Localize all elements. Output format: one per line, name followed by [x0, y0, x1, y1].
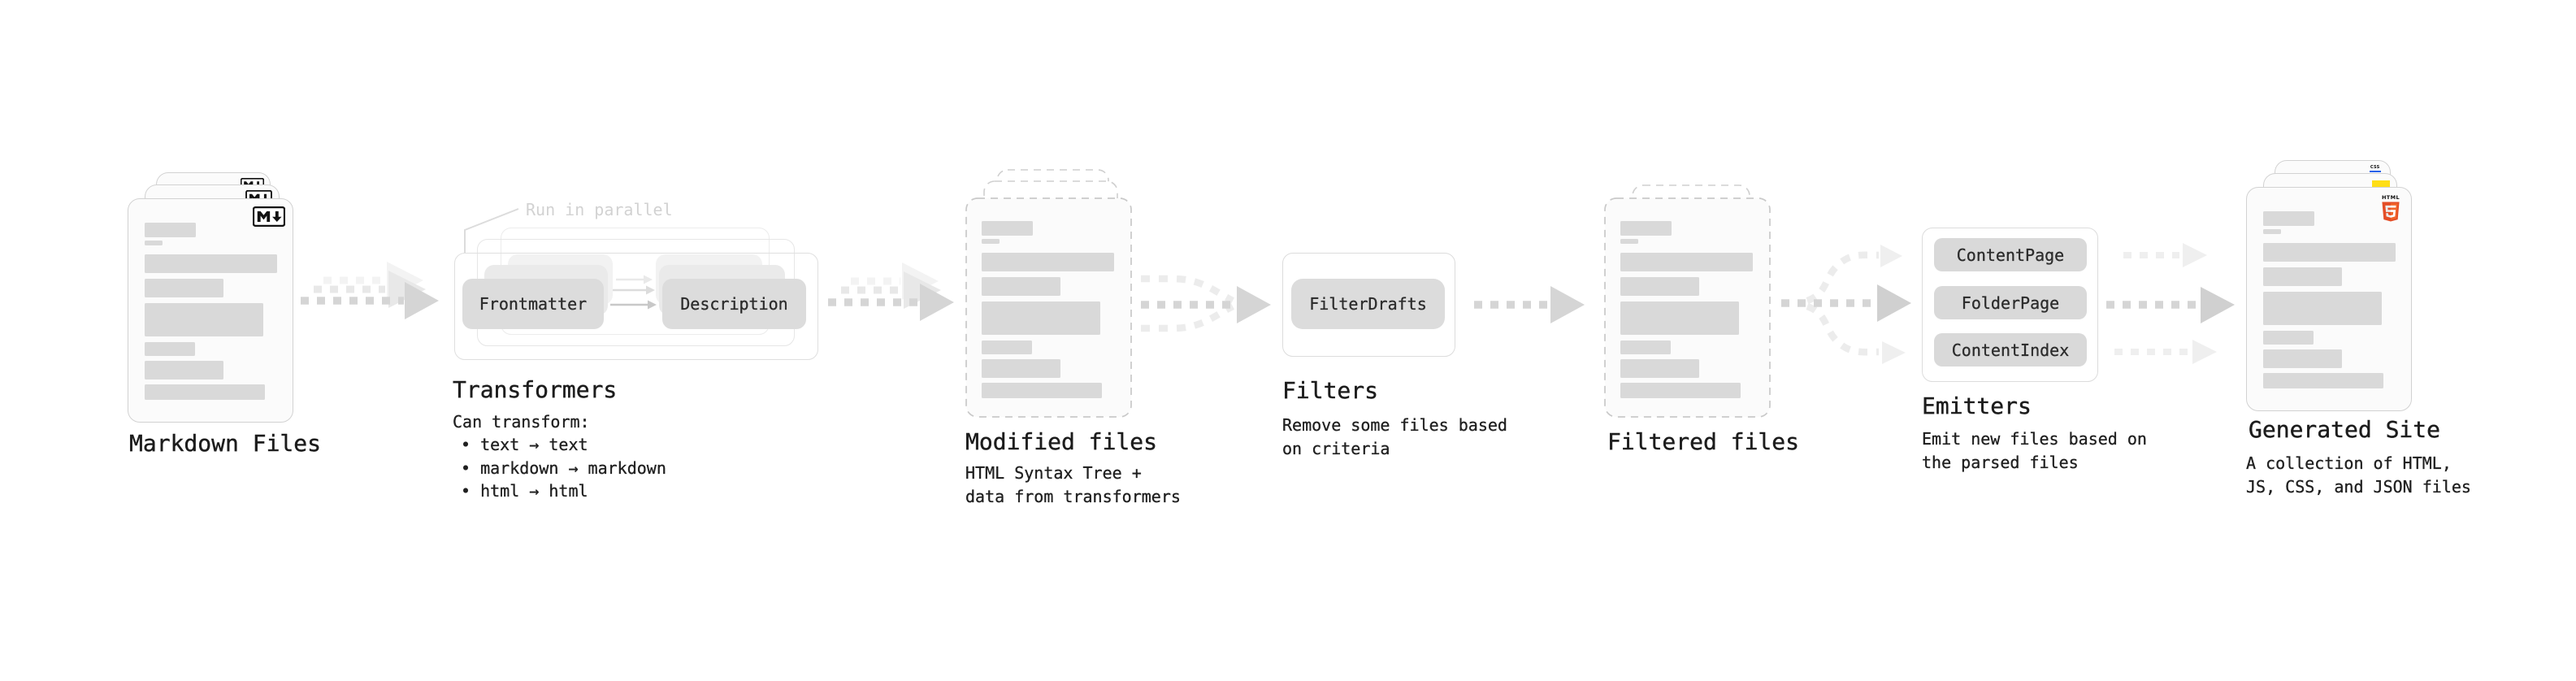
text-line-placeholder [982, 383, 1102, 398]
generated-site-title: Generated Site [2249, 416, 2441, 443]
modified-file-card [965, 197, 1132, 418]
text-line-placeholder [145, 241, 163, 245]
text-line-placeholder [145, 303, 263, 336]
emitters-description: Emit new files based on the parsed files [1922, 429, 2147, 472]
emitter-box-folderpage: FolderPage [1934, 286, 2087, 319]
emitter-box-contentindex: ContentIndex [1934, 333, 2087, 367]
emitter-box-contentpage: ContentPage [1934, 238, 2087, 271]
text-line-placeholder [145, 223, 196, 237]
text-line-placeholder [1620, 383, 1741, 398]
emitters-title: Emitters [1922, 393, 2032, 419]
text-line-placeholder [982, 277, 1060, 296]
arrow-modified-to-filters [1141, 275, 1271, 332]
text-line-placeholder [2263, 292, 2382, 325]
text-line-placeholder [982, 239, 1000, 244]
text-line-placeholder [982, 301, 1100, 335]
text-line-placeholder [982, 221, 1033, 236]
text-line-placeholder [145, 384, 265, 400]
modified-files-title: Modified files [965, 428, 1158, 455]
css-icon: CSS [2369, 165, 2381, 173]
text-line-placeholder [2263, 331, 2314, 345]
filtered-file-card [1604, 197, 1771, 418]
html5-icon: HTML [2381, 194, 2400, 223]
arrow-filtered-to-emitters [1781, 245, 1911, 364]
text-line-placeholder [1620, 359, 1699, 378]
text-line-placeholder [1620, 221, 1672, 236]
arrow-emitters-to-generated [2106, 243, 2235, 364]
arrow-transformers-to-modified [828, 262, 954, 321]
text-line-placeholder [145, 342, 195, 356]
text-line-placeholder [1620, 340, 1671, 354]
transformers-intro: Can transform: [453, 412, 590, 432]
filtered-files-title: Filtered files [1607, 428, 1800, 455]
text-line-placeholder [1620, 301, 1739, 335]
run-in-parallel-label: Run in parallel [526, 200, 673, 219]
text-line-placeholder [2263, 211, 2314, 226]
transformers-panel-front [454, 253, 818, 360]
text-line-placeholder [1620, 239, 1638, 244]
text-line-placeholder [982, 340, 1032, 354]
modified-files-description: HTML Syntax Tree + data from transformer… [965, 463, 1181, 506]
text-line-placeholder [982, 253, 1114, 271]
text-line-placeholder [2263, 349, 2342, 368]
transformer-box-frontmatter: Frontmatter [462, 279, 604, 329]
filters-box-filterdrafts: FilterDrafts [1291, 279, 1445, 329]
text-line-placeholder [2263, 267, 2342, 286]
text-line-placeholder [1620, 277, 1699, 296]
markdown-icon [253, 206, 285, 227]
arrow-filters-to-filtered [1474, 286, 1585, 323]
transformers-title: Transformers [453, 376, 618, 403]
arrow-markdown-to-transformers [301, 262, 439, 319]
text-line-placeholder [145, 254, 277, 273]
text-line-placeholder [145, 361, 223, 380]
text-line-placeholder [982, 359, 1060, 378]
transformer-box-description: Description [662, 279, 806, 329]
markdown-files-label: Markdown Files [129, 430, 322, 457]
generated-site-description: A collection of HTML, JS, CSS, and JSON … [2246, 453, 2471, 497]
generated-file-card: HTML [2246, 187, 2412, 411]
text-line-placeholder [145, 279, 223, 297]
text-line-placeholder [1620, 253, 1753, 271]
text-line-placeholder [2263, 243, 2396, 262]
text-line-placeholder [2263, 229, 2281, 234]
filters-description: Remove some files based on criteria [1282, 415, 1507, 458]
text-line-placeholder [2263, 373, 2383, 388]
transformers-bullets: • text → text • markdown → markdown • ht… [461, 435, 666, 501]
markdown-file-card [128, 198, 293, 423]
filters-title: Filters [1282, 377, 1379, 404]
